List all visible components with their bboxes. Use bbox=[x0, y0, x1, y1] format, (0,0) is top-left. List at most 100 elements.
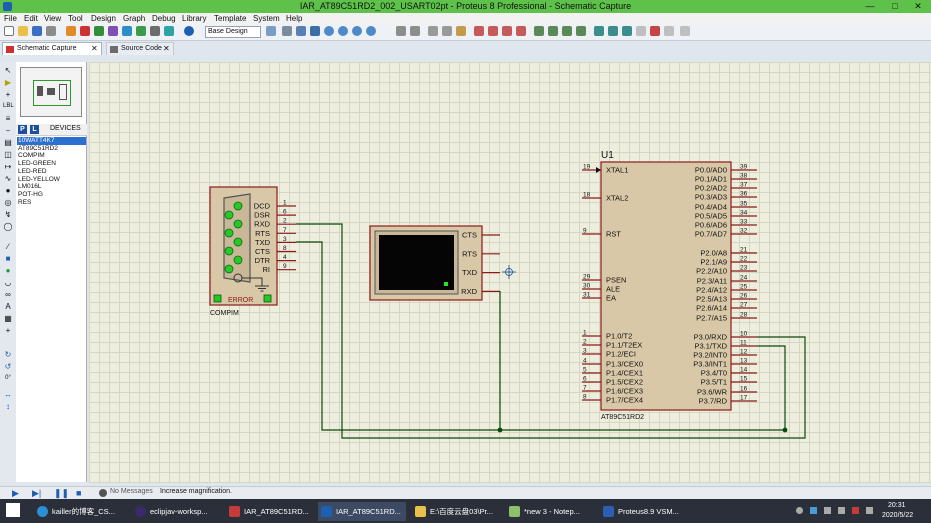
remove-sheet-icon[interactable] bbox=[650, 26, 660, 36]
simulation-icon[interactable] bbox=[164, 26, 174, 36]
menu-design[interactable]: Design bbox=[91, 14, 116, 23]
netlist-icon[interactable] bbox=[680, 26, 690, 36]
zoom-area-icon[interactable] bbox=[366, 26, 376, 36]
pick-devices-button[interactable]: P bbox=[18, 125, 27, 134]
block-copy-icon[interactable] bbox=[474, 26, 484, 36]
bom-icon[interactable] bbox=[136, 26, 146, 36]
device-list-item[interactable]: RES bbox=[18, 198, 32, 206]
tray-icon[interactable] bbox=[838, 507, 845, 514]
clock-time[interactable]: 20:31 bbox=[888, 502, 906, 509]
rotate-ccw-icon[interactable]: ↺ bbox=[4, 362, 12, 371]
symbol-icon[interactable]: ▦ bbox=[4, 314, 12, 323]
taskbar-item[interactable]: *new 3 - Notep... bbox=[506, 502, 594, 521]
taskbar-item[interactable]: IAR_AT89C51RD... bbox=[226, 502, 314, 521]
text-icon[interactable]: A bbox=[5, 302, 11, 311]
paste-icon[interactable] bbox=[456, 26, 466, 36]
design-select[interactable]: Base Design bbox=[205, 26, 261, 38]
maximize-icon[interactable]: □ bbox=[892, 1, 898, 11]
zoom-out-icon[interactable] bbox=[338, 26, 348, 36]
redo-icon[interactable] bbox=[410, 26, 420, 36]
stop-icon[interactable]: ■ bbox=[76, 488, 82, 498]
zoom-in-icon[interactable] bbox=[324, 26, 334, 36]
search-tag-icon[interactable] bbox=[608, 26, 618, 36]
menu-view[interactable]: View bbox=[44, 14, 62, 23]
new-sheet-icon[interactable] bbox=[636, 26, 646, 36]
generator-icon[interactable]: ◎ bbox=[4, 198, 12, 207]
tab-source-code[interactable]: Source Code ✕ bbox=[106, 42, 174, 55]
pick-device-icon[interactable] bbox=[534, 26, 544, 36]
source-code-icon[interactable] bbox=[150, 26, 160, 36]
device-list-item[interactable]: LED-GREEN bbox=[18, 160, 56, 168]
device-list-item[interactable]: POT-HG bbox=[18, 190, 43, 198]
cut-icon[interactable] bbox=[428, 26, 438, 36]
tray-icon[interactable] bbox=[852, 507, 859, 514]
play-icon[interactable]: ▶ bbox=[12, 488, 19, 498]
tray-icon[interactable] bbox=[824, 507, 831, 514]
text-script-icon[interactable]: ≡ bbox=[5, 114, 11, 123]
device-list-item[interactable]: COMPIM bbox=[18, 152, 45, 160]
probe-icon[interactable]: ↯ bbox=[4, 210, 12, 219]
pan-icon[interactable] bbox=[310, 26, 320, 36]
tray-icon[interactable] bbox=[810, 507, 817, 514]
taskbar-item[interactable]: eclipjav-worksp... bbox=[132, 502, 214, 521]
save-icon[interactable] bbox=[32, 26, 42, 36]
subcircuit-icon[interactable]: ▤ bbox=[4, 138, 12, 147]
gerber-icon[interactable] bbox=[122, 26, 132, 36]
junction-dot-icon[interactable]: + bbox=[5, 90, 11, 99]
pins-icon[interactable]: ↦ bbox=[4, 162, 12, 171]
line-icon[interactable]: ∕ bbox=[7, 242, 9, 251]
component-mode-icon[interactable]: ▶ bbox=[4, 78, 12, 87]
device-list-item[interactable]: AT89C51RD2 bbox=[18, 144, 58, 152]
taskbar-item[interactable]: Proteus8.9 VSM... bbox=[600, 502, 688, 521]
copy-icon[interactable] bbox=[442, 26, 452, 36]
zoom-all-icon[interactable] bbox=[352, 26, 362, 36]
block-move-icon[interactable] bbox=[488, 26, 498, 36]
tray-icon[interactable] bbox=[796, 507, 803, 514]
pause-icon[interactable]: ❚❚ bbox=[54, 488, 70, 498]
rotate-cw-icon[interactable]: ↻ bbox=[4, 350, 12, 359]
instruments-icon[interactable]: ◯ bbox=[3, 222, 13, 231]
grid-icon[interactable] bbox=[282, 26, 292, 36]
box-icon[interactable]: ■ bbox=[5, 254, 11, 263]
tab-schematic-capture[interactable]: Schematic Capture ✕ bbox=[2, 42, 102, 55]
close-project-icon[interactable] bbox=[46, 26, 56, 36]
menu-edit[interactable]: Edit bbox=[24, 14, 38, 23]
mirror-y-icon[interactable]: ↕ bbox=[6, 402, 10, 411]
menu-file[interactable]: File bbox=[4, 14, 17, 23]
close-icon[interactable]: ✕ bbox=[914, 1, 922, 11]
menu-system[interactable]: System bbox=[253, 14, 280, 23]
help-icon[interactable] bbox=[184, 26, 194, 36]
menu-tool[interactable]: Tool bbox=[68, 14, 83, 23]
menu-graph[interactable]: Graph bbox=[123, 14, 146, 23]
3d-icon[interactable] bbox=[108, 26, 118, 36]
path-icon[interactable]: ∞ bbox=[5, 290, 11, 299]
taskbar-item[interactable]: kailler的博客_CS... bbox=[34, 502, 130, 521]
compim-component[interactable]: ERROR COMPIM bbox=[209, 186, 278, 317]
open-file-icon[interactable] bbox=[18, 26, 28, 36]
pcb-icon[interactable] bbox=[94, 26, 104, 36]
selection-mode-icon[interactable]: ↖ bbox=[4, 66, 12, 75]
undo-icon[interactable] bbox=[396, 26, 406, 36]
graph-icon[interactable]: ∿ bbox=[4, 174, 12, 183]
marker-icon[interactable]: + bbox=[5, 326, 11, 335]
new-file-icon[interactable] bbox=[4, 26, 14, 36]
block-rotate-icon[interactable] bbox=[502, 26, 512, 36]
mcu-component[interactable]: U1 AT89C51RD2 bbox=[600, 150, 732, 421]
decompose-icon[interactable] bbox=[576, 26, 586, 36]
menu-library[interactable]: Library bbox=[182, 14, 207, 23]
device-list-item[interactable]: 10WATT4K7 bbox=[17, 137, 86, 145]
start-icon[interactable] bbox=[6, 503, 20, 517]
device-list-item[interactable]: LED-RED bbox=[18, 167, 47, 175]
device-list-item[interactable]: LED-YELLOW bbox=[18, 175, 60, 183]
device-list-item[interactable]: LM016L bbox=[18, 183, 42, 191]
origin-icon[interactable] bbox=[296, 26, 306, 36]
wire-label-icon[interactable]: LBL bbox=[3, 103, 14, 109]
minimize-icon[interactable]: — bbox=[865, 1, 875, 11]
schematic-icon[interactable] bbox=[80, 26, 90, 36]
terminals-icon[interactable]: ◫ bbox=[4, 150, 12, 159]
refresh-icon[interactable] bbox=[266, 26, 276, 36]
arc-icon[interactable]: ◡ bbox=[4, 278, 12, 287]
menu-template[interactable]: Template bbox=[214, 14, 247, 23]
exit-to-parent-icon[interactable] bbox=[664, 26, 674, 36]
